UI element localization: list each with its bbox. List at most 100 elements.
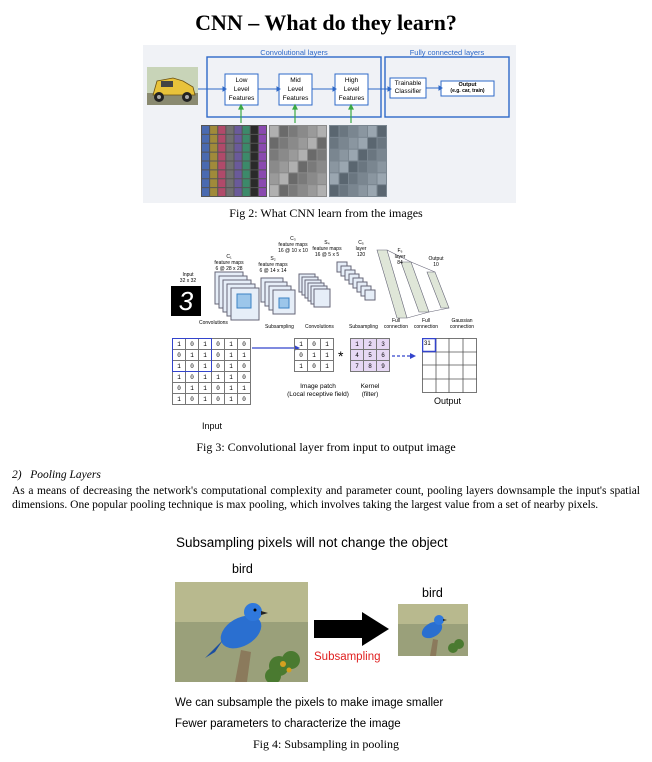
feature-tile [210,134,218,143]
output-value: 31 [424,341,431,347]
feature-tile [210,126,218,134]
feature-tile [279,126,288,137]
feature-tile [250,152,258,161]
matrix-cell: 1 [350,338,364,350]
feature-tile [210,161,218,170]
matrix-cell: 0 [211,338,225,350]
matrix-cell: 1 [224,349,238,361]
feature-tile [226,126,234,134]
matrix-cell: 6 [376,349,390,361]
feature-tile [258,179,266,188]
input-highlight [172,338,212,372]
feature-tile [358,185,367,196]
matrix-cell: 0 [172,382,186,394]
feature-tile [258,170,266,179]
feature-tile [234,170,242,179]
feature-tile [298,185,307,196]
lenet-c1-label: C₁ feature maps 6 @ 28 x 28 [214,254,244,272]
feature-tile [218,143,226,152]
matrix-cell: 1 [224,371,238,383]
feature-tile [270,185,279,196]
feature-tile [270,149,279,161]
feature-tile [349,173,358,185]
feature-tile [368,173,377,185]
feature-tile [242,126,250,134]
matrix-cell: 5 [363,349,377,361]
fig4-line2: Fewer parameters to characterize the ima… [175,718,401,730]
feature-tile [339,126,348,137]
feature-tile [234,134,242,143]
fig4-caption: Fig 4: Subsampling in pooling [252,737,399,751]
feature-tile [258,134,266,143]
feature-tile [242,161,250,170]
page-title: CNN – What do they learn? [195,10,457,35]
lenet-s4-label: S₄ feature maps 16 @ 5 x 5 [312,240,342,258]
feature-tile [242,170,250,179]
feature-tile [279,149,288,161]
feature-tile [317,173,326,185]
feature-tile [308,185,317,196]
feature-tile [226,179,234,188]
matrix-cell: 1 [211,371,225,383]
section-heading: 2) Pooling Layers [12,469,101,481]
fig4-line1: We can subsample the pixels to make imag… [175,697,444,709]
low-level-box-label: Low Level Features [228,77,255,102]
feature-tile [279,137,288,149]
feature-tile [349,149,358,161]
feature-tile [377,161,386,173]
feature-tile [377,137,386,149]
lenet-c3-label: C₃ feature maps 16 @ 10 x 10 [278,236,308,254]
feature-tile [289,137,298,149]
feature-tile [308,173,317,185]
section-number: 2) [12,469,22,481]
fig2-caption: Fig 2: What CNN learn from the images [229,206,423,220]
feature-tile [317,137,326,149]
feature-tile [308,149,317,161]
feature-tile [339,185,348,196]
feature-tile [226,170,234,179]
lenet-input-label: Input 32 x 32 [179,272,197,284]
section-paragraph: As a means of decreasing the network's c… [12,485,640,511]
feature-tile [298,137,307,149]
conv-layers-header: Convolutional layers [260,48,328,57]
fig4-label-big: bird [232,562,253,576]
lenet-step-6: Gaussian connection [449,318,475,330]
feature-tile [279,173,288,185]
feature-tile [308,161,317,173]
feature-tile [279,161,288,173]
feature-tile [339,149,348,161]
feature-tile [210,143,218,152]
fig3-caption: Fig 3: Convolutional layer from input to… [196,440,456,454]
matrix-cell: 1 [237,382,251,394]
matrix-cell: 0 [237,393,251,405]
fc-layers-header: Fully connected layers [409,48,485,57]
feature-tile [234,152,242,161]
feature-tile [226,188,234,196]
lenet-diagram: 3 Input 32 x 32 C₁ feature maps 6 @ 28 x… [165,232,495,332]
feature-tile [270,173,279,185]
matrix-cell: 1 [172,393,186,405]
feature-tile [218,188,226,196]
feature-tile [339,137,348,149]
bird-photo-large [175,582,308,682]
matrix-cell: 1 [294,338,308,350]
output-grid [422,338,477,393]
matrix-cell: 1 [198,371,212,383]
matrix-cell: 0 [307,360,321,372]
feature-tile [210,188,218,196]
feature-tile [202,188,210,196]
feature-tile [289,149,298,161]
feature-tile [234,188,242,196]
lenet-step-1: Subsampling [265,324,294,330]
feature-tile [270,126,279,137]
feature-tile [210,152,218,161]
lenet-s2-label: S₂ feature maps 6 @ 14 x 14 [258,256,288,274]
patch-label: Image patch (Local receptive field) [287,383,349,398]
feature-tile [250,170,258,179]
feature-tile [218,126,226,134]
feature-tile [258,126,266,134]
feature-tile [258,161,266,170]
feature-tile [377,149,386,161]
